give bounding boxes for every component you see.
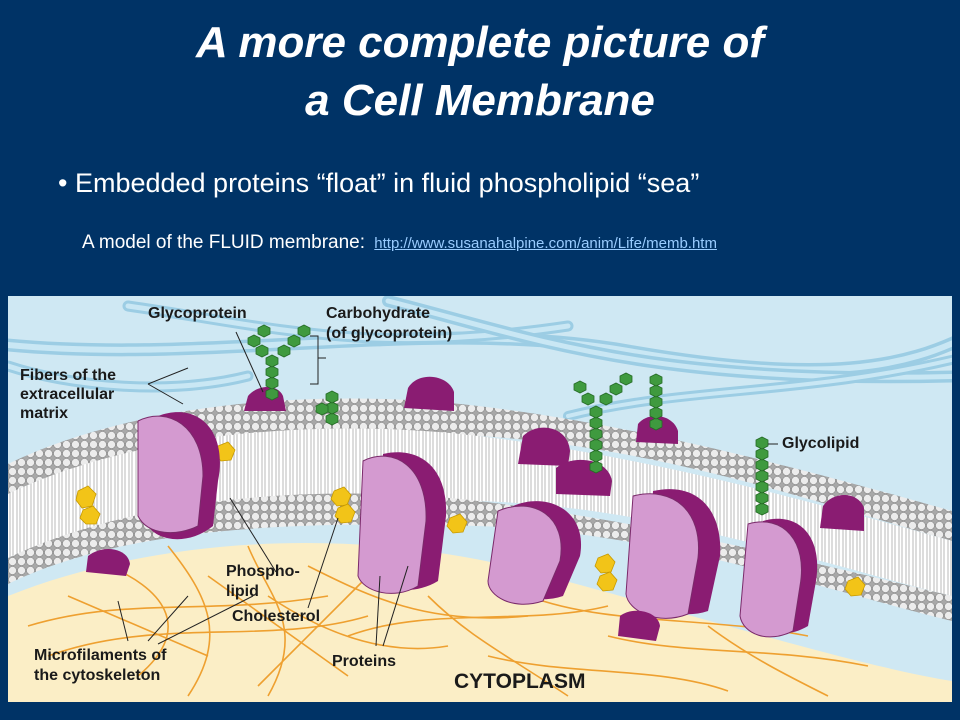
cytoplasm-region <box>8 543 952 702</box>
label-phospho-2: lipid <box>226 583 259 600</box>
label-fibers-3: matrix <box>20 405 68 422</box>
cholesterol-molecules <box>75 441 866 597</box>
model-line: A model of the FLUID membrane: http://ww… <box>82 232 717 254</box>
protein-3 <box>487 501 582 605</box>
protein-5 <box>739 518 818 638</box>
membrane-proteins <box>86 376 864 641</box>
peripheral-protein-4 <box>820 494 864 531</box>
protein-4 <box>625 489 721 619</box>
carbohydrate-chains <box>247 324 769 516</box>
glycoprotein-carbohydrate <box>247 324 311 401</box>
label-leader-lines <box>117 331 778 647</box>
phospholipid-bilayer <box>8 398 952 621</box>
label-microfilaments-2: the cytoskeleton <box>34 667 160 684</box>
glycoprotein-carbohydrate-2 <box>573 372 633 474</box>
title-line-1: A more complete picture of <box>195 18 765 67</box>
peripheral-protein-2 <box>518 427 570 466</box>
protein-2 <box>357 452 447 594</box>
peripheral-protein-1 <box>404 376 454 411</box>
extracellular-fibers <box>8 296 952 421</box>
label-phospho-1: Phospho- <box>226 563 300 580</box>
label-carbohydrate-sub: (of glycoprotein) <box>326 325 452 342</box>
title-line-2: a Cell Membrane <box>305 76 655 125</box>
membrane-figure: Glycoprotein Carbohydrate (of glycoprote… <box>8 296 952 702</box>
peripheral-protein-inner-1 <box>86 549 130 576</box>
carbohydrate-3 <box>649 373 663 431</box>
model-prefix: A model of the FLUID membrane: <box>82 232 366 253</box>
label-microfilaments-1: Microfilaments of <box>34 647 167 664</box>
label-fibers-2: extracellular <box>20 386 114 403</box>
model-link[interactable]: http://www.susanahalpine.com/anim/Life/m… <box>374 235 717 252</box>
glycolipid-carbohydrate <box>755 436 769 516</box>
label-cytoplasm: CYTOPLASM <box>454 670 585 693</box>
label-cholesterol: Cholesterol <box>232 608 320 625</box>
peripheral-protein-3 <box>636 415 678 444</box>
label-carbohydrate: Carbohydrate <box>326 305 430 322</box>
protein-1 <box>137 412 220 540</box>
peripheral-protein-inner-2 <box>618 610 660 641</box>
label-proteins: Proteins <box>332 653 396 670</box>
label-glycolipid: Glycolipid <box>782 435 859 452</box>
label-glycoprotein: Glycoprotein <box>148 305 247 322</box>
slide-title: A more complete picture of a Cell Membra… <box>0 14 960 130</box>
membrane-diagram: Glycoprotein Carbohydrate (of glycoprote… <box>8 296 952 702</box>
carbohydrate-2 <box>315 390 339 426</box>
bullet-point: • Embedded proteins “float” in fluid pho… <box>58 168 700 198</box>
label-fibers-1: Fibers of the <box>20 367 116 384</box>
